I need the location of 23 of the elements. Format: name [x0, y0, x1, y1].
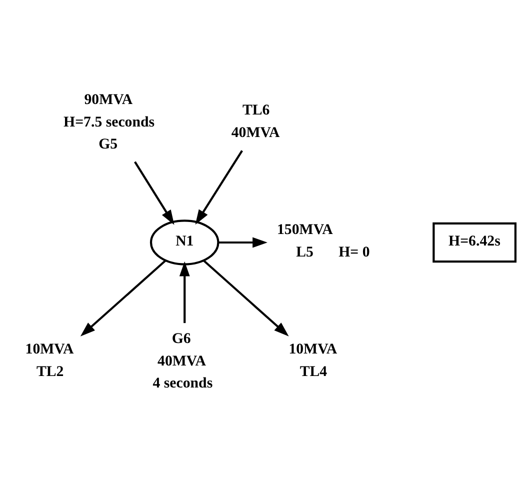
arrow [218, 237, 268, 248]
node-label: 10MVA [25, 342, 74, 358]
node-label: H= 0 [338, 244, 370, 261]
arrow [179, 261, 190, 324]
node-text: G5 [98, 136, 118, 153]
node-text: TL6 [242, 102, 270, 119]
node-label: 150MVA [277, 222, 333, 238]
node-text: TL2 [36, 364, 64, 380]
node-label: H=7.5 seconds [64, 114, 155, 130]
node-text: TL4 [300, 364, 328, 380]
node-label: 90MVA [84, 92, 133, 108]
node-label: 10MVA [288, 342, 338, 358]
node-label: 40MVA [158, 353, 206, 370]
arrow [80, 260, 166, 336]
node-label: 40MVA [231, 125, 280, 142]
node-text: G6 [172, 331, 191, 348]
node-ellipse: N1 [150, 220, 220, 266]
node-label: 4 seconds [152, 376, 213, 392]
arrow [195, 150, 243, 225]
arrow [134, 161, 174, 225]
arrow [203, 260, 289, 336]
node-text: L5 [296, 244, 314, 261]
node-box: H=6.42s [432, 222, 517, 263]
